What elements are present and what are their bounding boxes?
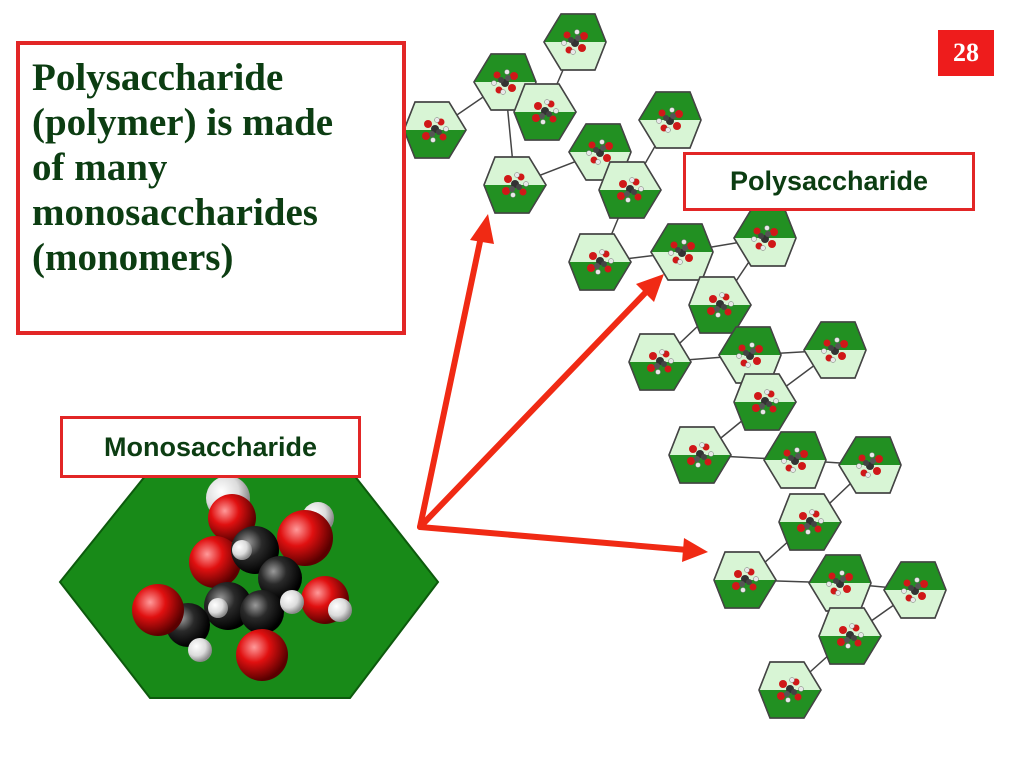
- hexagon-unit: [764, 432, 826, 488]
- hexagon-unit: [669, 427, 731, 483]
- hexagon-unit: [734, 374, 796, 430]
- hexagon-unit: [404, 102, 466, 158]
- definition-line: of many: [32, 146, 168, 189]
- definition-line: (monomers): [32, 236, 234, 279]
- definition-text-box: Polysaccharide (polymer) is made of many…: [16, 41, 406, 335]
- hexagon-unit: [734, 210, 796, 266]
- monosaccharide-label: Monosaccharide: [60, 416, 361, 478]
- definition-line: monosaccharides: [32, 191, 318, 234]
- arrows: [417, 214, 708, 562]
- hexagon-unit: [689, 277, 751, 333]
- hexagon-unit: [651, 224, 713, 280]
- arrow-to-chain-middle: [417, 287, 651, 530]
- hexagon-unit: [599, 162, 661, 218]
- hexagon-unit: [884, 562, 946, 618]
- page-number-badge: 28: [938, 30, 994, 76]
- arrow-to-chain-bottom: [417, 524, 691, 553]
- arrow-head: [470, 214, 494, 244]
- hexagon-unit: [544, 14, 606, 70]
- hexagon-unit: [514, 84, 576, 140]
- monosaccharide-molecule: [58, 469, 440, 699]
- definition-line: Polysaccharide: [32, 56, 284, 99]
- hexagon-unit: [569, 234, 631, 290]
- polysaccharide-chain: [404, 14, 946, 718]
- arrow-to-chain-top: [417, 229, 485, 530]
- hexagon-unit: [484, 157, 546, 213]
- arrow-head: [636, 274, 664, 302]
- hexagon-unit: [819, 608, 881, 664]
- polysaccharide-label: Polysaccharide: [683, 152, 975, 211]
- hexagon-unit: [639, 92, 701, 148]
- definition-line: (polymer) is made: [32, 101, 334, 144]
- arrow-head: [682, 538, 708, 562]
- hexagon-unit: [809, 555, 871, 611]
- hexagon-unit: [804, 322, 866, 378]
